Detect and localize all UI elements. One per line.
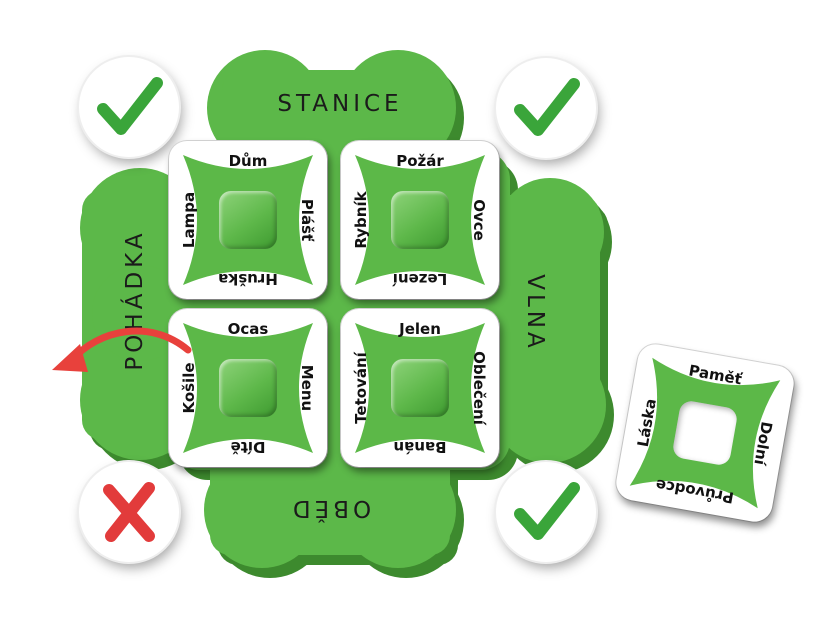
card-word-right: Oblečení	[470, 351, 488, 425]
card-word-right: Plášť	[298, 198, 316, 242]
cross-icon	[103, 482, 155, 542]
mark-top-right	[496, 58, 596, 158]
card-center-slot	[391, 191, 449, 249]
card-word-bottom: Lezení	[392, 270, 448, 288]
clue-left: POHÁDKA	[122, 229, 148, 371]
clue-top: STANICE	[277, 91, 403, 117]
card-word-right: Menu	[298, 364, 316, 412]
card-word-bottom: Hruška	[218, 270, 278, 288]
mark-bottom-left	[79, 462, 179, 562]
card-word-bottom: Dítě	[230, 438, 266, 456]
mark-top-left	[79, 57, 179, 157]
clue-bottom: OBĚD	[288, 495, 372, 521]
card-center-slot	[219, 191, 277, 249]
card-word-left: Rybník	[352, 191, 370, 249]
card-center-slot	[219, 359, 277, 417]
card-word-bottom: Banán	[393, 438, 447, 456]
mark-bottom-right	[496, 462, 596, 562]
card-word-top: Jelen	[399, 320, 441, 338]
card-hole	[671, 399, 739, 467]
card-word-top: Dům	[228, 152, 268, 170]
check-icon	[514, 78, 580, 136]
card-word-left: Košile	[180, 362, 198, 414]
check-icon	[514, 482, 580, 540]
card-center-slot	[391, 359, 449, 417]
card-word-left: Lampa	[180, 191, 198, 249]
card-word-top: Požár	[396, 152, 444, 170]
clue-right: VLNA	[522, 274, 548, 352]
card-word-top: Ocas	[227, 320, 269, 338]
card-word-left: Tetování	[352, 352, 370, 424]
check-icon	[97, 77, 163, 135]
card-word-right: Ovce	[470, 199, 488, 241]
